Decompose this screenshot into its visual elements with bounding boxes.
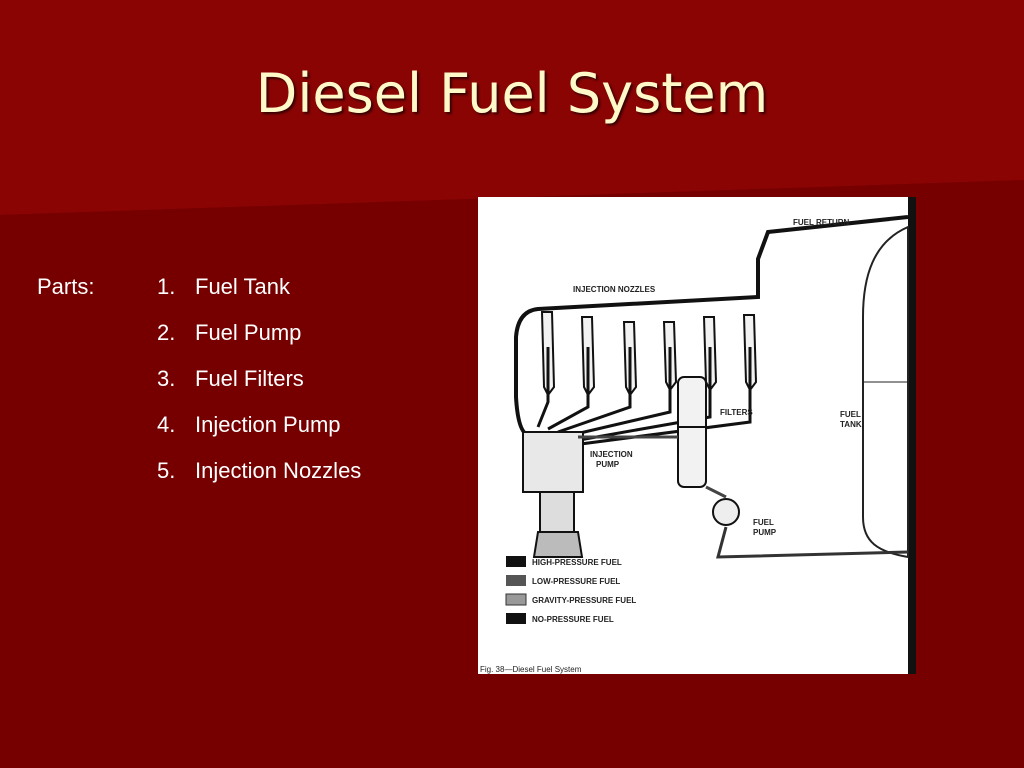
- diagram-edge: [908, 197, 916, 674]
- high-pressure-lines: [536, 347, 752, 447]
- diagram-caption: Fig. 38—Diesel Fuel System: [480, 665, 582, 674]
- injection-nozzles: [540, 311, 758, 397]
- legend-label: NO-PRESSURE FUEL: [532, 615, 614, 624]
- part-label: Fuel Filters: [195, 366, 304, 391]
- injection-pump: [522, 431, 584, 493]
- legend-swatch-none: [506, 613, 526, 624]
- legend-swatch-low: [506, 575, 526, 586]
- part-label: Injection Pump: [195, 412, 341, 437]
- fuel-filter: [677, 376, 707, 488]
- filter-to-pump-line: [705, 485, 727, 499]
- label-injection-pump-2: PUMP: [596, 460, 620, 469]
- label-fuel-tank-2: TANK: [840, 420, 862, 429]
- pump-mount: [532, 531, 584, 558]
- fuel-return-line: [514, 215, 909, 437]
- label-injection-nozzles: INJECTION NOZZLES: [573, 285, 656, 294]
- legend-label: LOW-PRESSURE FUEL: [532, 577, 620, 586]
- legend-swatch-gravity: [505, 593, 527, 606]
- label-filters: FILTERS: [720, 408, 753, 417]
- label-fuel-pump-2: PUMP: [753, 528, 777, 537]
- list-item: 2.Fuel Pump: [157, 320, 302, 345]
- fuel-tank-shape: [862, 225, 909, 559]
- fuel-system-diagram: FUEL RETURN INJECTION NOZZLES FILTERS FU…: [478, 197, 916, 674]
- list-item: 4.Injection Pump: [157, 412, 341, 437]
- legend-label: HIGH-PRESSURE FUEL: [532, 558, 622, 567]
- list-item: 1.Fuel Tank: [157, 274, 290, 299]
- injection-pump-base: [539, 491, 575, 533]
- label-fuel-tank-1: FUEL: [840, 410, 861, 419]
- diagram-legend: HIGH-PRESSURE FUEL LOW-PRESSURE FUEL GRA…: [505, 556, 636, 624]
- list-item: 5.Injection Nozzles: [157, 458, 362, 483]
- list-item: 3.Fuel Filters: [157, 366, 304, 391]
- label-fuel-return: FUEL RETURN: [793, 218, 850, 227]
- label-fuel-pump-1: FUEL: [753, 518, 774, 527]
- fuel-pump: [712, 498, 740, 526]
- legend-label: GRAVITY-PRESSURE FUEL: [532, 596, 636, 605]
- parts-label: Parts:: [37, 274, 95, 299]
- label-injection-pump-1: INJECTION: [590, 450, 633, 459]
- slide-title: Diesel Fuel System: [255, 62, 769, 125]
- part-label: Fuel Tank: [195, 274, 290, 299]
- part-label: Fuel Pump: [195, 320, 302, 345]
- parts-list: 1.Fuel Tank 2.Fuel Pump 3.Fuel Filters 4…: [157, 274, 361, 504]
- part-label: Injection Nozzles: [195, 458, 362, 483]
- legend-swatch-high: [506, 556, 526, 567]
- tank-to-pump-line: [716, 526, 909, 559]
